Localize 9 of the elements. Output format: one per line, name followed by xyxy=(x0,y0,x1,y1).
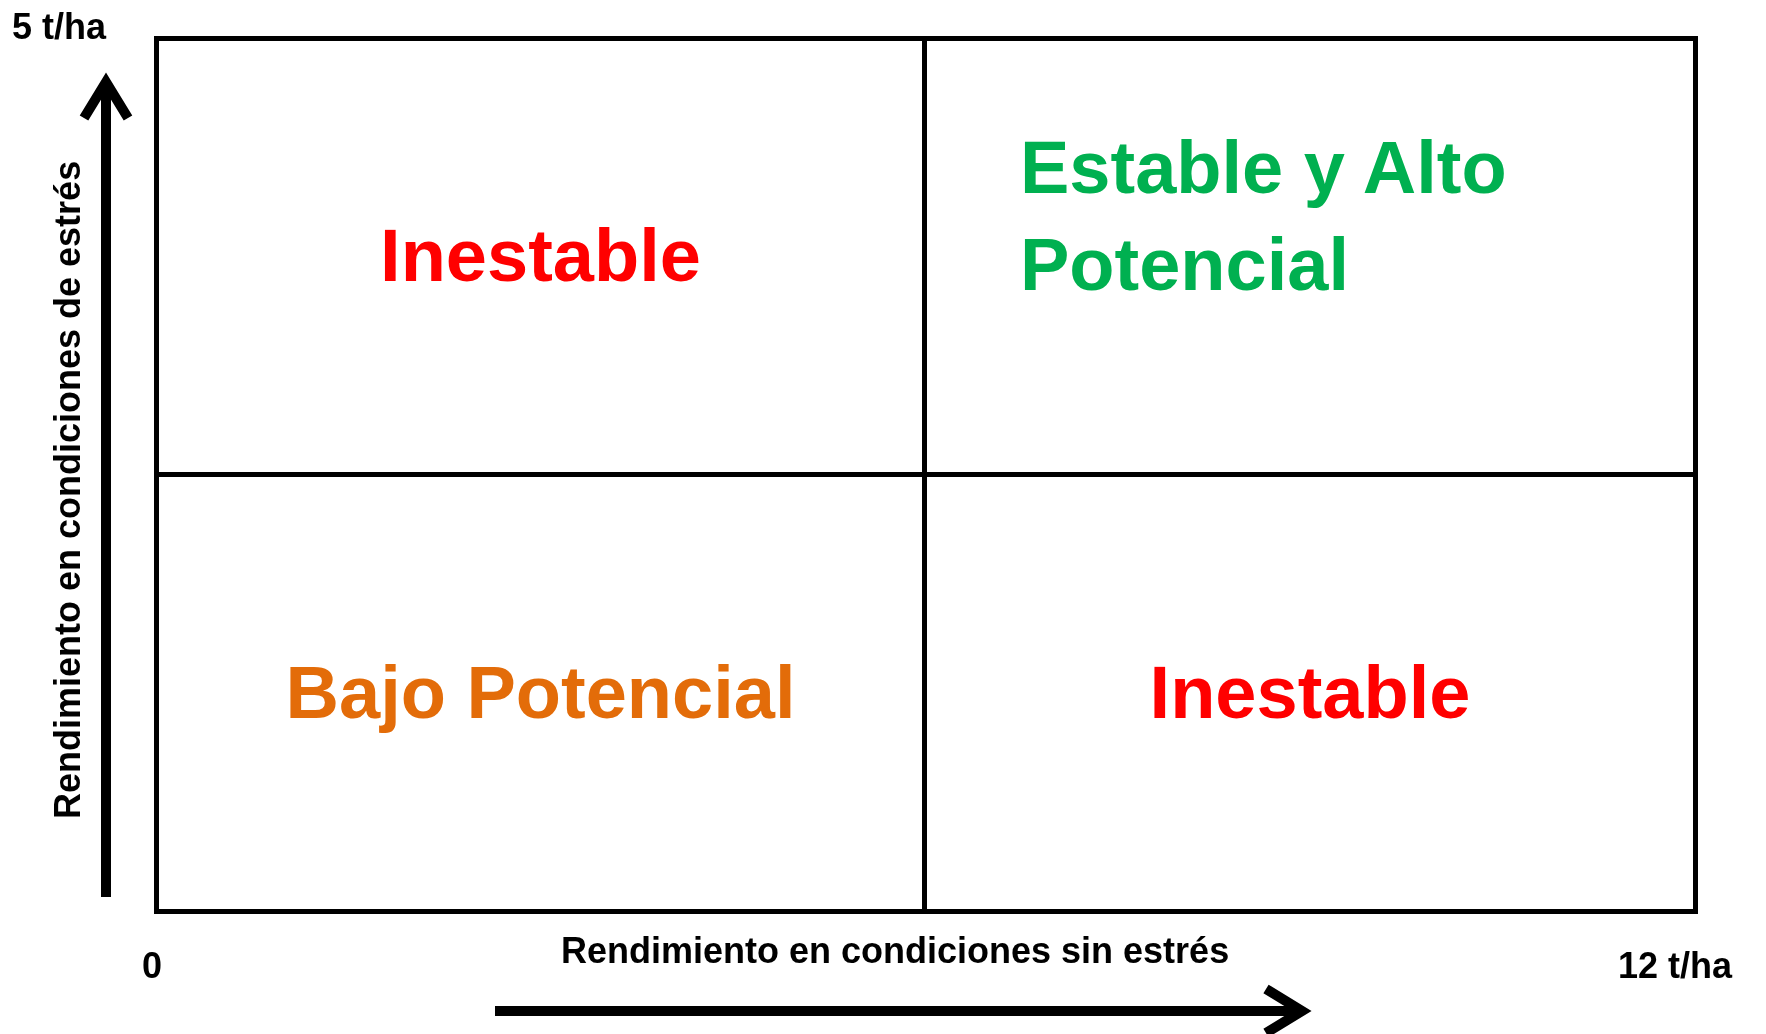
quadrant-label: Bajo Potencial xyxy=(285,649,796,736)
axis-value: 5 t/ha xyxy=(12,6,107,48)
axis-title: Rendimiento en condiciones de estrés xyxy=(47,160,89,819)
quadrant-label: Inestable xyxy=(1149,649,1471,736)
axis-value: 0 xyxy=(142,945,163,987)
axis-value: 12 t/ha xyxy=(1618,945,1733,987)
quadrant-label: Inestable xyxy=(380,213,701,300)
quadrant-label: Estable y Alto Potencial xyxy=(1020,125,1508,308)
axis-title: Rendimiento en condiciones sin estrés xyxy=(561,930,1230,972)
